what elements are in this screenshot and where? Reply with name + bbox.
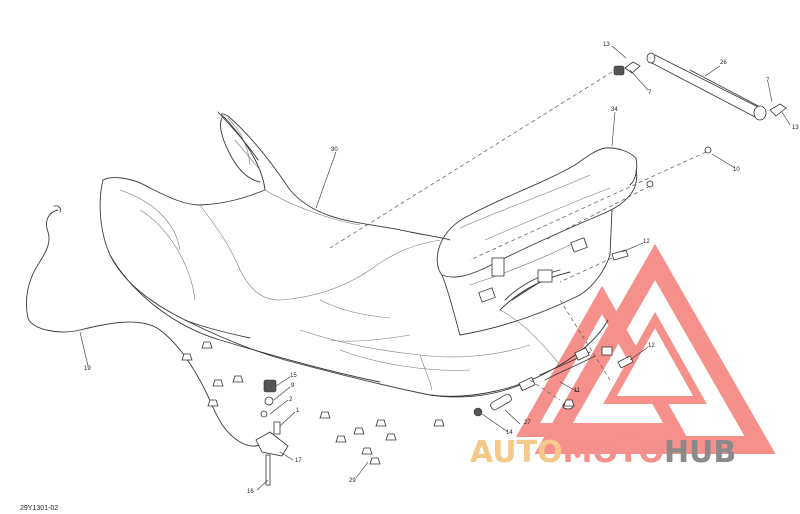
- seat-body: [99, 111, 609, 398]
- watermark-triangle-logo: [515, 243, 776, 454]
- watermark-moto: MOTO: [563, 435, 664, 470]
- hinge-hardware: [473, 346, 613, 417]
- callout-16: 16: [247, 489, 254, 495]
- callout-7: 7: [766, 78, 770, 84]
- rubber-bumpers: [181, 341, 575, 465]
- callout-17: 17: [295, 458, 302, 464]
- alignment-lines: [329, 71, 707, 401]
- callout-13: 13: [792, 125, 799, 131]
- callout-30: 30: [331, 147, 338, 153]
- callout-34: 34: [611, 107, 618, 113]
- fasteners-top: [611, 65, 712, 369]
- callout-13: 13: [603, 42, 610, 48]
- callout-9: 9: [291, 383, 295, 389]
- callout-26: 26: [720, 60, 727, 66]
- callout-2: 2: [289, 397, 293, 403]
- watermark-hub: HUB: [664, 435, 736, 470]
- callout-12: 12: [643, 239, 650, 245]
- document-id: 29Y1301-02: [20, 505, 58, 512]
- callout-14: 14: [506, 430, 513, 436]
- backrest: [436, 147, 638, 336]
- callout-labels: 13 26 7 7 13 34 30 10 12 12 19 15 9 2 1 …: [84, 42, 799, 495]
- callout-7: 7: [648, 90, 652, 96]
- callout-10: 10: [733, 167, 740, 173]
- callout-15: 15: [290, 373, 297, 379]
- release-cable: [25, 205, 269, 447]
- watermark-auto: AUTO: [470, 435, 563, 470]
- svg-text:AUTOMOTOHUB: AUTOMOTOHUB: [470, 435, 736, 470]
- callout-27: 27: [524, 420, 531, 426]
- callout-1: 1: [296, 408, 300, 414]
- callout-12: 12: [648, 343, 655, 349]
- callout-29: 29: [349, 478, 356, 484]
- gas-strut: [624, 52, 787, 121]
- callout-19: 19: [84, 366, 91, 372]
- callout-11: 11: [574, 388, 581, 394]
- leader-lines: [79, 45, 791, 491]
- watermark-text: AUTOMOTOHUB: [470, 435, 736, 470]
- latch-assembly: [255, 379, 289, 486]
